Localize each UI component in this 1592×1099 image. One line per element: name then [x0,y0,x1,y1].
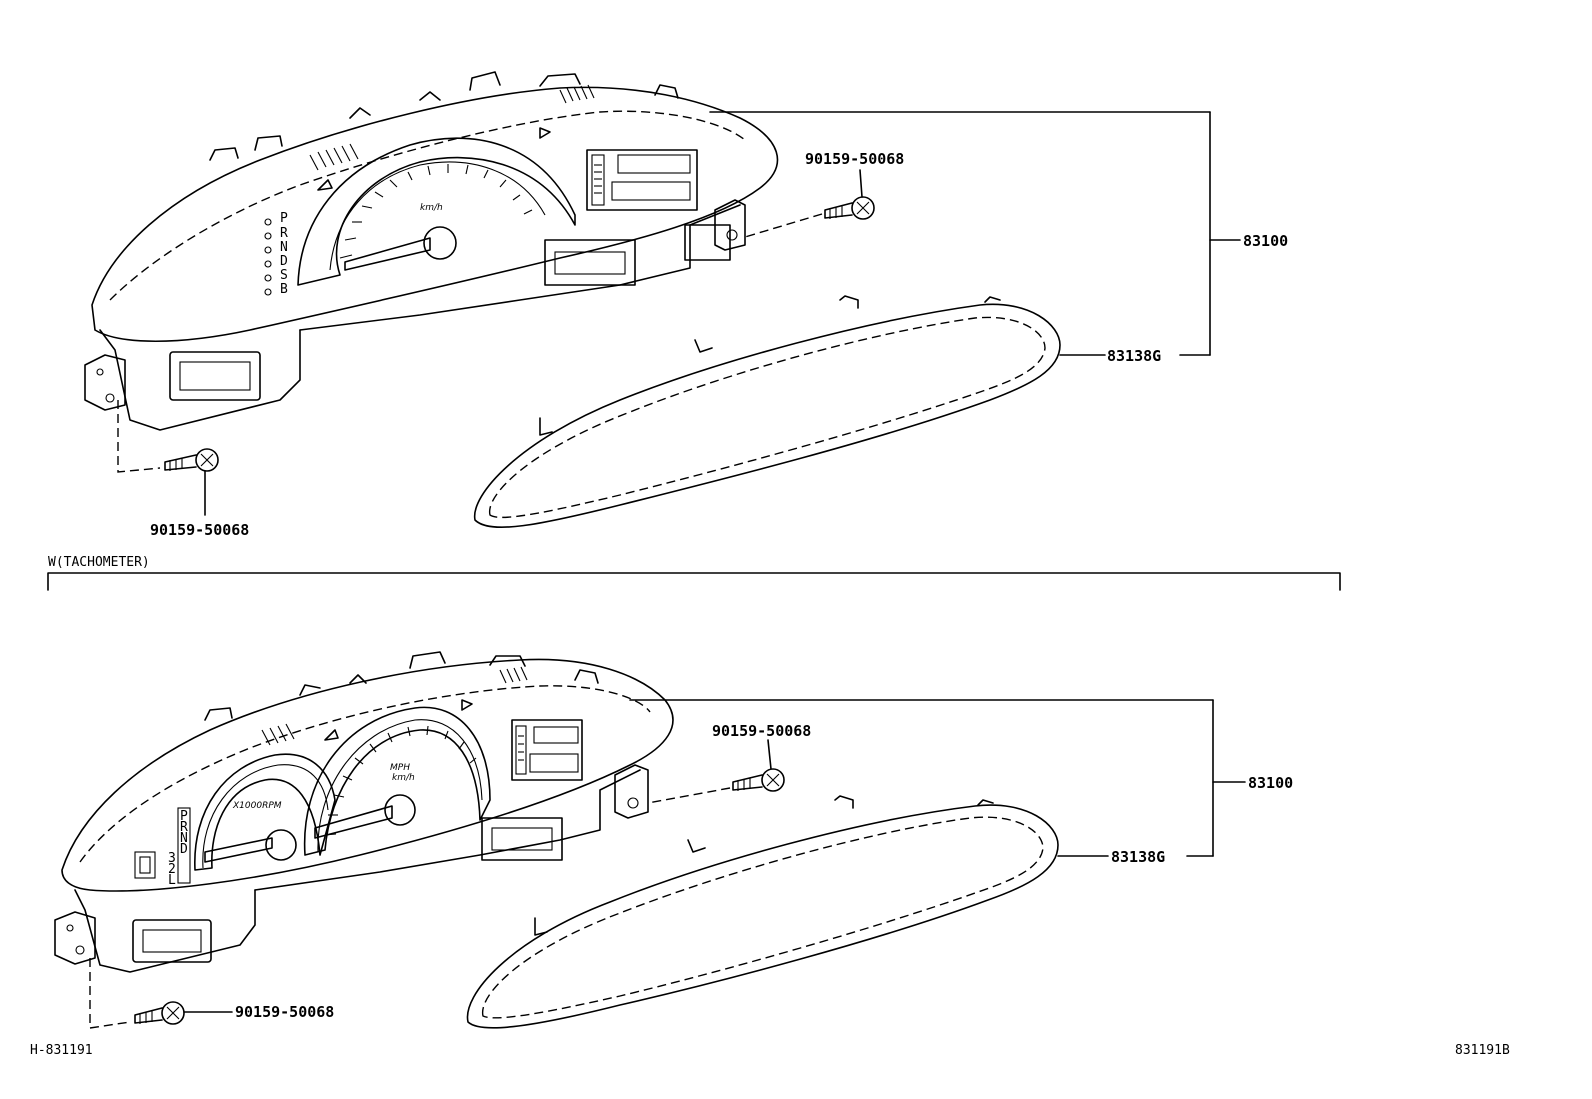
upper-gear-r: R [280,226,288,241]
lower-gear-3: 3 [168,851,176,866]
upper-cluster-assembly: km/h P R N D S B [84,71,779,431]
section-label: W(TACHOMETER) [48,555,150,570]
lower-gear-r: R [180,820,188,835]
footer-right-code: 831191B [1455,1043,1510,1058]
upper-gear-s: S [280,268,288,283]
upper-gear-indicator: P R N D S B [264,211,288,297]
lower-leader-lines [629,699,1246,857]
upper-gear-p: P [280,211,288,226]
lower-tach-unit: X1000RPM [232,801,282,811]
upper-cluster-part-label: 83100 [1243,232,1288,250]
section-bracket [47,572,1341,591]
upper-screw-right [744,169,875,238]
lower-gear-d: D [180,842,188,857]
upper-screw-right-label: 90159-50068 [805,150,904,168]
lower-screw-left-label: 90159-50068 [235,1003,334,1021]
lower-cluster-part-label: 83100 [1248,774,1293,792]
upper-gear-b: B [280,282,288,297]
lower-cluster-assembly: X1000RPM MPH km/h P R N D 3 2 L [54,651,674,973]
lower-screw-left [89,958,233,1029]
upper-speed-unit: km/h [420,203,443,213]
lower-lens [466,795,1059,1029]
lower-speed-unit-bottom: km/h [392,773,415,783]
upper-gear-d: D [280,254,288,269]
lower-speed-unit-top: MPH [390,763,410,773]
lower-gear-n: N [180,831,188,846]
lower-gear-l: L [168,873,176,888]
upper-lens-part-label: 83138G [1107,347,1161,365]
upper-gear-n: N [280,240,288,255]
lower-screw-right [647,739,785,804]
upper-screw-left-label: 90159-50068 [150,521,249,539]
footer-left-code: H-831191 [30,1043,93,1058]
upper-screw-left [117,400,219,516]
lower-gear-indicator: P R N D 3 2 L [134,807,191,888]
upper-leader-lines [709,111,1241,356]
upper-lens [473,295,1061,528]
lower-screw-right-label: 90159-50068 [712,722,811,740]
lower-gear-p: P [180,809,188,824]
lower-gear-2: 2 [168,862,176,877]
lower-lens-part-label: 83138G [1111,848,1165,866]
